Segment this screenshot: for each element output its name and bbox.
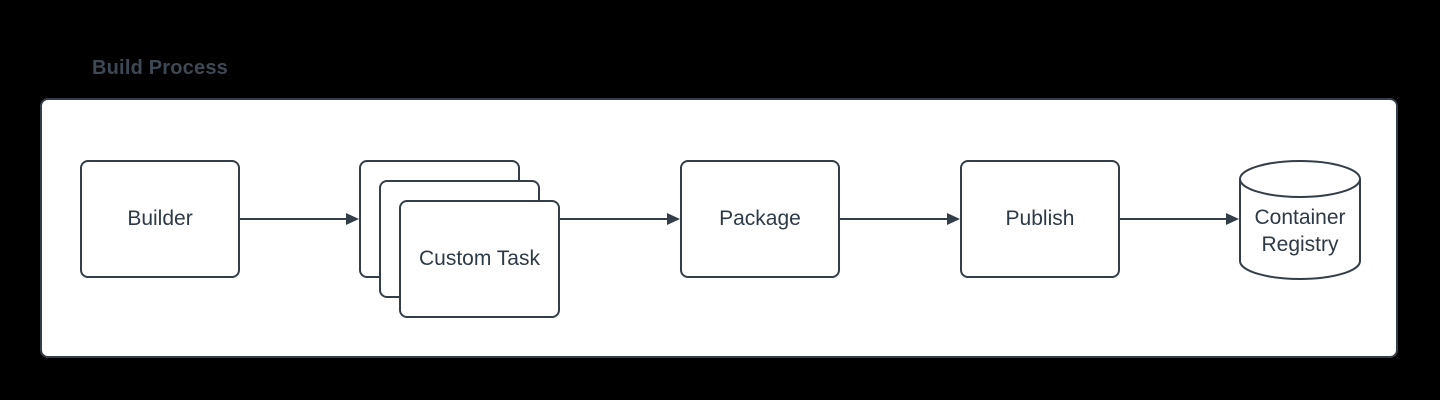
edge-publish-to-container-registry[interactable] [1120, 213, 1239, 225]
edge-line [240, 218, 348, 220]
node-package[interactable]: Package [680, 160, 840, 278]
cylinder-shape-icon [1239, 160, 1361, 280]
arrowhead-icon [947, 213, 960, 225]
edge-custom-task-to-package[interactable] [560, 213, 680, 225]
edge-line [560, 218, 669, 220]
diagram-title: Build Process [92, 57, 228, 79]
node-package-label: Package [719, 207, 801, 230]
node-container-registry-label: Container Registry [1254, 206, 1346, 256]
arrowhead-icon [1226, 213, 1239, 225]
edge-line [1120, 218, 1228, 220]
node-custom-task-card-front[interactable]: Custom Task [399, 200, 560, 318]
arrowhead-icon [667, 213, 680, 225]
node-container-registry[interactable]: Container Registry [1239, 160, 1361, 280]
arrowhead-icon [346, 213, 359, 225]
node-publish[interactable]: Publish [960, 160, 1120, 278]
edge-package-to-publish[interactable] [840, 213, 960, 225]
node-builder-label: Builder [127, 207, 193, 230]
node-publish-label: Publish [1005, 207, 1075, 230]
edge-builder-to-custom-task[interactable] [240, 213, 359, 225]
node-custom-task-label: Custom Task [419, 247, 540, 270]
edge-line [840, 218, 949, 220]
node-builder[interactable]: Builder [80, 160, 240, 278]
